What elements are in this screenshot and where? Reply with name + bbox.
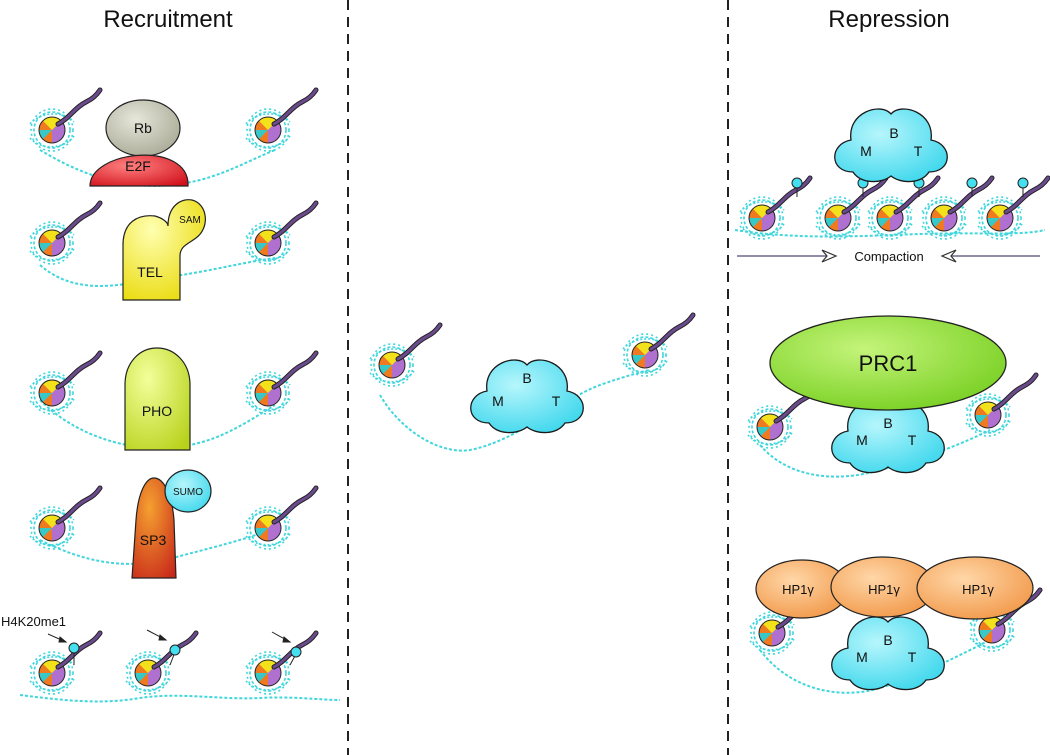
row-sp3: SUMO SP3 — [30, 469, 316, 579]
repression-panel: M B T Compaction PRC1 M B T — [734, 108, 1048, 694]
mbt-t-label: T — [908, 432, 917, 448]
nucleosome — [246, 488, 316, 549]
recruitment-panel: Rb E2F SAM TEL PHO SUMO S — [1, 90, 341, 703]
methyl-mark — [68, 642, 80, 654]
nucleosome — [246, 203, 316, 264]
methyl-mark — [966, 177, 978, 189]
dna-linker — [759, 429, 991, 478]
methyl-mark — [290, 646, 302, 658]
nucleosome — [246, 633, 316, 694]
row-hp1: HP1γ HP1γ HP1γ M B T — [750, 556, 1040, 694]
hp1-protein — [916, 556, 1034, 620]
center-panel: M B T — [370, 315, 693, 452]
dna-linker — [759, 639, 991, 694]
mbt-t-label: T — [914, 143, 923, 159]
sumo-protein — [164, 469, 212, 513]
nucleosome — [30, 203, 100, 264]
mbt-b-label: B — [883, 415, 892, 431]
row-compaction: M B T Compaction — [734, 108, 1048, 264]
mbt-m-label: M — [492, 393, 504, 409]
compaction-label: Compaction — [854, 249, 923, 264]
h4k20me1-label: H4K20me1 — [1, 614, 66, 629]
arrowhead-left — [940, 249, 957, 263]
methyl-mark — [1017, 177, 1029, 189]
nucleosome — [246, 353, 316, 414]
nucleosome — [30, 90, 100, 151]
mbt-protein — [831, 399, 945, 474]
nucleosome — [370, 325, 440, 386]
row-prc1: PRC1 M B T — [748, 315, 1036, 478]
mbt-m-label: M — [860, 143, 872, 159]
mbt-protein — [831, 616, 945, 691]
nucleosome — [246, 90, 316, 151]
e2f-protein — [89, 154, 189, 187]
row-rb-e2f: Rb E2F — [30, 90, 316, 187]
dna-linker — [379, 369, 651, 452]
row-tel: SAM TEL — [30, 199, 316, 301]
dna-linker — [19, 694, 341, 703]
nucleosome — [30, 353, 100, 414]
rb-label: Rb — [134, 120, 152, 136]
mbt-b-label: B — [889, 125, 898, 141]
mbt-b-label: B — [883, 632, 892, 648]
hp1-label: HP1γ — [868, 582, 900, 597]
arrowhead-right — [821, 249, 838, 263]
row-h4k20me1: H4K20me1 — [1, 614, 341, 703]
mbt-t-label: T — [908, 649, 917, 665]
mbt-protein — [834, 108, 948, 183]
nucleosome — [623, 315, 693, 376]
prc1-label: PRC1 — [859, 351, 918, 376]
mbt-t-label: T — [552, 393, 561, 409]
e2f-label: E2F — [125, 158, 151, 174]
hp1-label: HP1γ — [962, 582, 994, 597]
sp3-label: SP3 — [140, 532, 167, 548]
header-recruitment: Recruitment — [103, 6, 233, 33]
prc1-protein — [769, 315, 1007, 411]
methyl-mark — [791, 177, 803, 189]
tel-protein — [122, 199, 206, 301]
sam-label: SAM — [179, 215, 201, 226]
row-pho: PHO — [30, 347, 316, 451]
pho-label: PHO — [142, 403, 172, 419]
hp1-label: HP1γ — [782, 582, 814, 597]
sumo-label: SUMO — [173, 487, 203, 498]
tel-label: TEL — [137, 264, 163, 280]
pho-protein — [124, 347, 191, 451]
nucleosome — [978, 178, 1048, 239]
mbt-m-label: M — [856, 649, 868, 665]
dna-linker — [39, 527, 276, 565]
mbt-b-label: B — [522, 370, 531, 386]
nucleosome — [126, 633, 196, 694]
methyl-mark — [169, 644, 181, 656]
mbt-m-label: M — [856, 432, 868, 448]
sp3-protein — [131, 477, 177, 579]
header-repression: Repression — [828, 6, 949, 33]
